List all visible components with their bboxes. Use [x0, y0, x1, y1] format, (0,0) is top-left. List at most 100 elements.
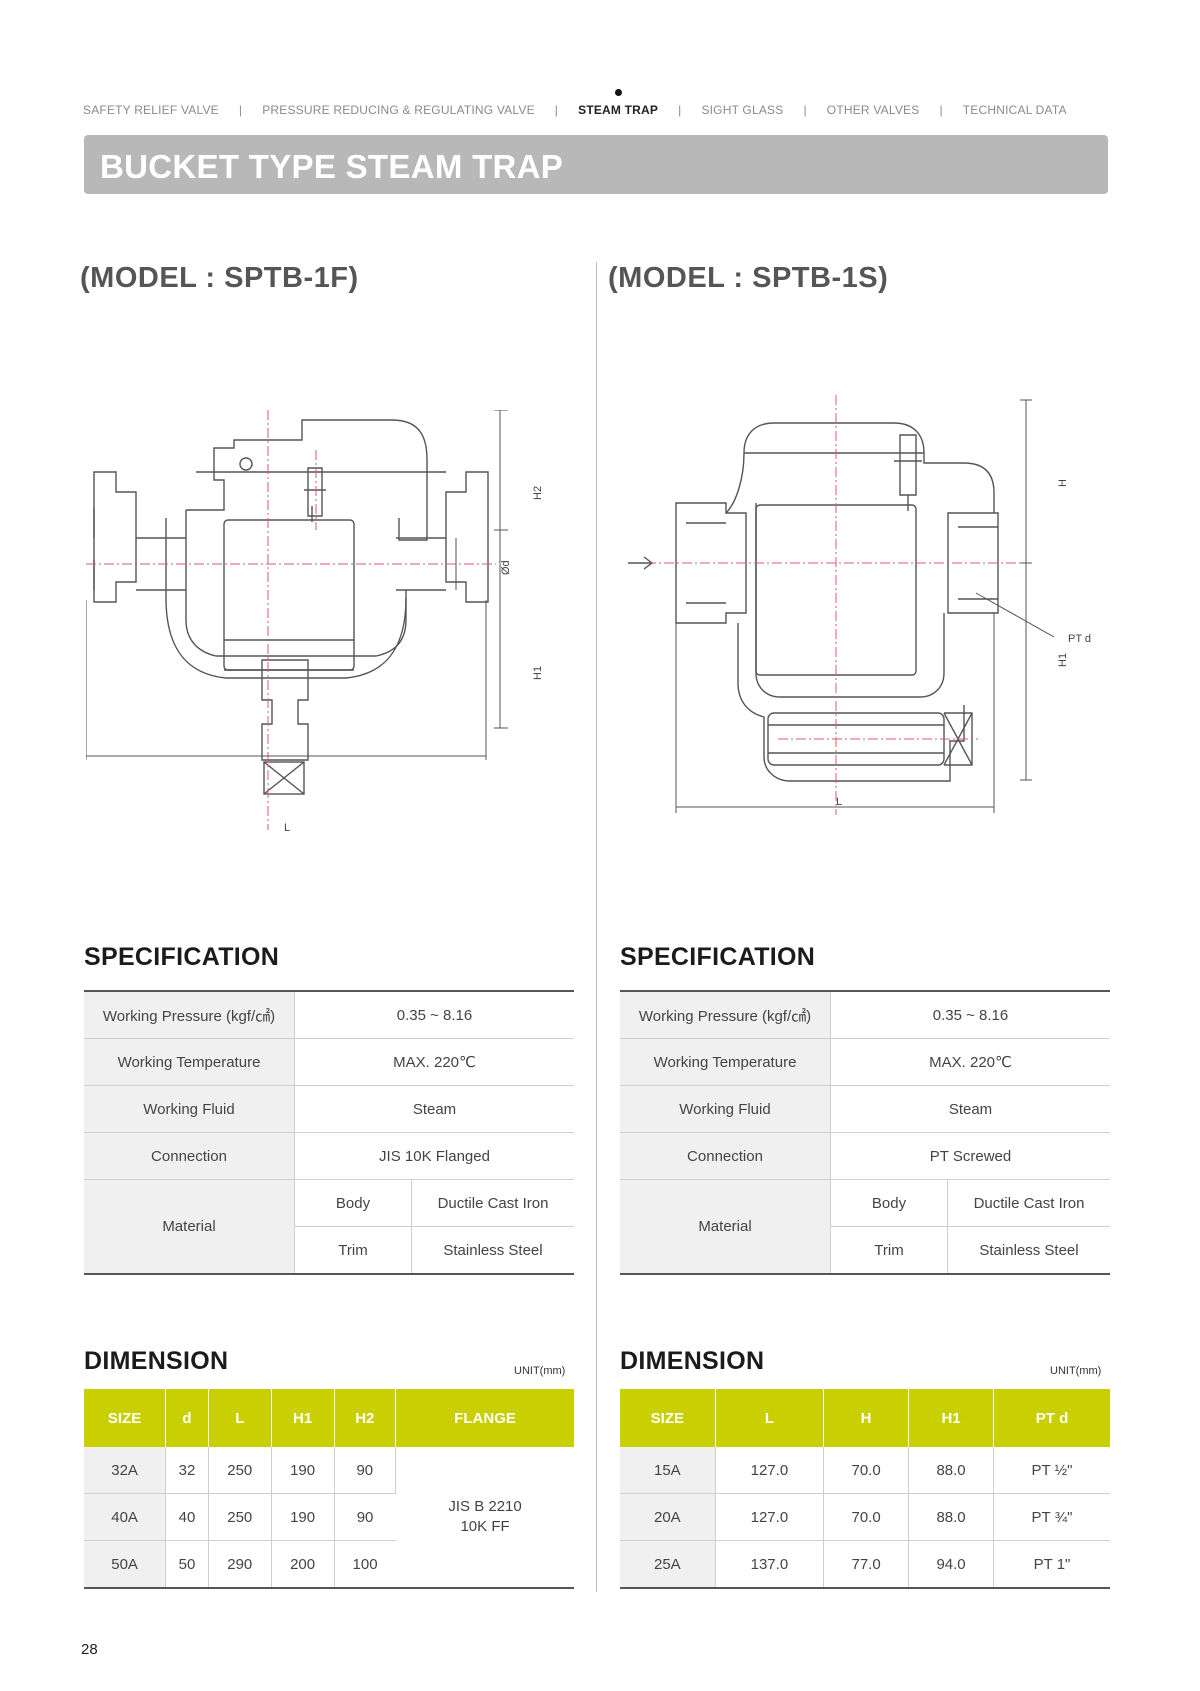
- cell: 20A: [620, 1493, 716, 1541]
- cell: 70.0: [823, 1493, 910, 1541]
- spec-value: PT Screwed: [830, 1132, 1110, 1180]
- spec-label: Connection: [620, 1132, 831, 1180]
- nav-steam-trap[interactable]: STEAM TRAP: [578, 89, 659, 117]
- cell: 77.0: [823, 1540, 910, 1589]
- column-divider: [596, 262, 597, 1592]
- col-header: H1: [271, 1389, 335, 1447]
- dim-label-h1: H1: [1057, 653, 1069, 667]
- dim-label-h2: H2: [532, 486, 544, 500]
- col-header: d: [165, 1389, 209, 1447]
- table-header-row: SIZE d L H1 H2 FLANGE: [84, 1389, 574, 1447]
- left-unit: UNIT(mm): [514, 1365, 566, 1377]
- table-row: Working Temperature MAX. 220℃: [84, 1038, 574, 1086]
- left-spec-table: Working Pressure (kgf/㎠) 0.35 ~ 8.16 Wor…: [84, 990, 574, 1275]
- spec-value: JIS 10K Flanged: [294, 1132, 574, 1180]
- spec-value: Ductile Cast Iron: [947, 1179, 1110, 1227]
- cell: 200: [271, 1540, 335, 1589]
- flange-line: JIS B 2210: [448, 1498, 522, 1515]
- spec-value: Stainless Steel: [411, 1226, 574, 1275]
- table-header-row: SIZE L H H1 PT d: [620, 1389, 1110, 1447]
- table-row: Working Pressure (kgf/㎠) 0.35 ~ 8.16: [84, 991, 574, 1039]
- cell: 15A: [620, 1447, 716, 1494]
- table-row: Connection PT Screwed: [620, 1132, 1110, 1180]
- spec-value: 0.35 ~ 8.16: [294, 991, 574, 1039]
- nav-separator: |: [803, 103, 807, 117]
- left-spec-title: SPECIFICATION: [84, 943, 280, 971]
- spec-label: Connection: [84, 1132, 295, 1180]
- spec-label: Working Fluid: [84, 1085, 295, 1133]
- dim-label-h1: H1: [532, 666, 544, 680]
- cell: 250: [208, 1447, 272, 1494]
- cell: 90: [334, 1493, 396, 1541]
- spec-value: Steam: [830, 1085, 1110, 1133]
- cell: 127.0: [715, 1447, 825, 1494]
- cell: 88.0: [908, 1447, 995, 1494]
- left-model-title: (MODEL : SPTB-1F): [80, 262, 359, 294]
- page-title: BUCKET TYPE STEAM TRAP: [100, 148, 564, 185]
- spec-sub-label: Body: [294, 1179, 412, 1227]
- dim-label-l: L: [836, 796, 842, 808]
- table-row: 15A 127.0 70.0 88.0 PT ½": [620, 1447, 1110, 1494]
- flange-cell: JIS B 2210 10K FF: [395, 1447, 574, 1589]
- sptb-1s-drawing: [628, 395, 1055, 815]
- nav-pressure-reducing-valve[interactable]: PRESSURE REDUCING & REGULATING VALVE: [262, 103, 535, 117]
- nav-separator: |: [554, 103, 559, 117]
- right-spec-table: Working Pressure (kgf/㎠) 0.35 ~ 8.16 Wor…: [620, 990, 1110, 1275]
- nav-separator: |: [678, 103, 682, 117]
- table-row: Material Body Ductile Cast Iron: [84, 1179, 574, 1275]
- nav-separator: |: [939, 103, 943, 117]
- table-row: 50A 50 290 200 100: [84, 1540, 574, 1589]
- table-row: Material Body Ductile Cast Iron: [620, 1179, 1110, 1275]
- spec-value: MAX. 220℃: [294, 1038, 574, 1086]
- nav-sight-glass[interactable]: SIGHT GLASS: [701, 103, 784, 117]
- col-header: H2: [334, 1389, 397, 1447]
- table-row: Trim Stainless Steel: [84, 1226, 574, 1275]
- cell: 32: [165, 1447, 209, 1494]
- cell: 250: [208, 1493, 272, 1541]
- cell: PT ½": [993, 1447, 1110, 1494]
- left-dim-title: DIMENSION: [84, 1347, 229, 1375]
- spec-value: MAX. 220℃: [830, 1038, 1110, 1086]
- nav-steam-trap-label: STEAM TRAP: [578, 103, 659, 117]
- table-row: Working Fluid Steam: [620, 1085, 1110, 1133]
- cell: 190: [271, 1447, 335, 1494]
- cell: PT ¾": [993, 1493, 1110, 1541]
- nav-technical-data[interactable]: TECHNICAL DATA: [962, 103, 1067, 117]
- dim-label-h: H: [1057, 479, 1069, 487]
- cell: 70.0: [823, 1447, 910, 1494]
- table-row: Connection JIS 10K Flanged: [84, 1132, 574, 1180]
- col-header: L: [715, 1389, 825, 1447]
- cell: 94.0: [908, 1540, 995, 1589]
- page-number: 28: [81, 1641, 98, 1658]
- spec-value: Stainless Steel: [947, 1226, 1110, 1275]
- cell: 190: [271, 1493, 335, 1541]
- spec-label: Material: [84, 1179, 295, 1275]
- spec-sub-label: Trim: [294, 1226, 412, 1275]
- cell: 100: [334, 1540, 396, 1589]
- nav-separator: |: [238, 103, 243, 117]
- nav-other-valves[interactable]: OTHER VALVES: [826, 103, 920, 117]
- spec-label: Working Pressure (kgf/㎠): [84, 991, 295, 1039]
- dim-label-ptd: PT d: [1068, 633, 1091, 645]
- col-header: H1: [908, 1389, 995, 1447]
- cell: 90: [334, 1447, 397, 1494]
- spec-label: Working Temperature: [620, 1038, 831, 1086]
- cell: 50A: [84, 1540, 167, 1589]
- table-row: Trim Stainless Steel: [620, 1226, 1110, 1275]
- nav-safety-relief-valve[interactable]: SAFETY RELIEF VALVE: [83, 103, 219, 117]
- spec-label: Working Fluid: [620, 1085, 831, 1133]
- cell: PT 1": [993, 1540, 1110, 1589]
- table-row: Working Fluid Steam: [84, 1085, 574, 1133]
- sptb-1f-drawing: [86, 410, 508, 830]
- active-indicator-icon: [614, 89, 622, 96]
- right-dim-title: DIMENSION: [620, 1347, 765, 1375]
- cell: 88.0: [908, 1493, 995, 1541]
- spec-label: Working Pressure (kgf/㎠): [620, 991, 831, 1039]
- sptb-1s-drawing-labels: L H H1 PT d: [836, 479, 1091, 808]
- spec-sub-label: Body: [830, 1179, 948, 1227]
- table-row: 40A 40 250 190 90: [84, 1493, 574, 1541]
- right-unit: UNIT(mm): [1050, 1365, 1102, 1377]
- cell: 127.0: [715, 1493, 825, 1541]
- spec-sub-label: Trim: [830, 1226, 948, 1275]
- table-row: 20A 127.0 70.0 88.0 PT ¾": [620, 1493, 1110, 1541]
